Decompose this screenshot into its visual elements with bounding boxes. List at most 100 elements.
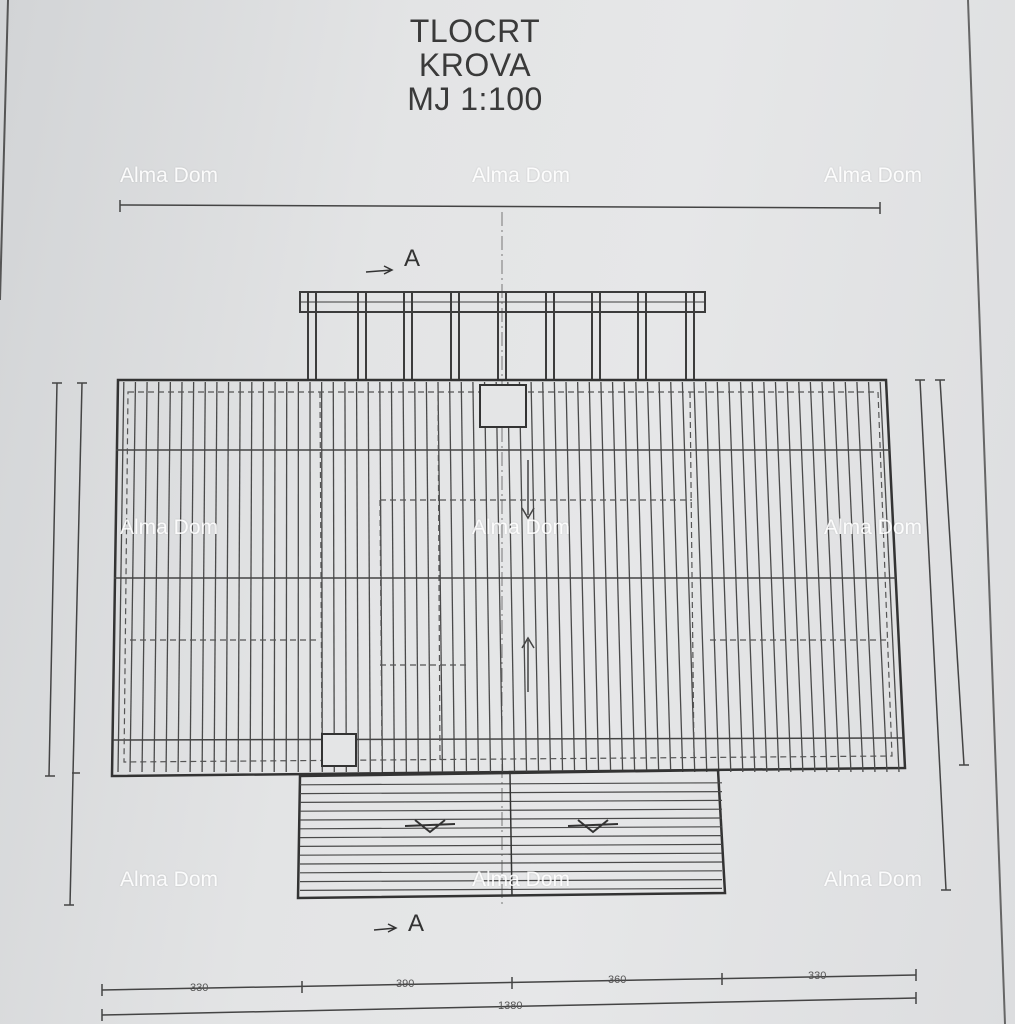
roof-rafter xyxy=(553,381,564,773)
roof-rafter xyxy=(611,381,624,773)
roof-rafter xyxy=(495,381,504,773)
lower-roof-decor xyxy=(404,819,619,834)
dimension-label-total: 1380 xyxy=(498,1000,523,1012)
roof-rafter xyxy=(332,381,335,773)
roof-rafter xyxy=(367,381,371,773)
roof-rafter xyxy=(751,381,768,773)
lower-roof-outline xyxy=(296,768,727,900)
dimension-label-segment-4: 330 xyxy=(808,970,827,982)
sheet-edge-left xyxy=(0,0,9,301)
roof-rafter xyxy=(832,381,852,773)
watermark-4: Alma Dom xyxy=(120,516,219,539)
roof-rafter xyxy=(460,381,468,773)
roof-rafter xyxy=(693,381,708,773)
dimension-label-segment-3: 360 xyxy=(608,974,627,986)
roof-rafter xyxy=(390,381,396,773)
roof-rafter xyxy=(189,381,195,773)
roof-hidden-walls xyxy=(123,391,893,763)
roof-rafter xyxy=(379,381,383,773)
right-dimension-lines xyxy=(915,379,969,891)
roof-rafter xyxy=(565,381,576,773)
roof-rafter xyxy=(542,381,552,773)
roof-rafters xyxy=(117,381,900,773)
roof-rafter xyxy=(225,381,230,773)
watermark-3: Alma Dom xyxy=(824,164,923,187)
dimension-label-segment-1: 330 xyxy=(190,982,209,994)
roof-rafter xyxy=(117,381,125,773)
chimney-top xyxy=(479,384,527,428)
roof-rafter xyxy=(681,381,696,773)
roof-rafter xyxy=(856,381,876,773)
roof-rafter xyxy=(165,381,172,773)
roof-rafter xyxy=(635,381,648,773)
roof-rafter xyxy=(798,381,816,773)
roof-rafter xyxy=(646,381,660,773)
roof-rafter xyxy=(472,381,480,773)
roof-rafter xyxy=(402,381,408,773)
roof-rafter xyxy=(285,381,288,773)
roof-rafter xyxy=(774,381,792,773)
sheet-edge-right xyxy=(967,0,1006,1024)
main-roof-outline xyxy=(110,378,907,778)
roof-rafter xyxy=(414,381,420,773)
roof-rafter xyxy=(658,381,672,773)
title-line-2: KROVA xyxy=(418,47,532,83)
roof-rafter xyxy=(704,381,720,773)
watermark-6: Alma Dom xyxy=(824,516,923,539)
roof-rafter xyxy=(600,381,612,773)
watermark-1: Alma Dom xyxy=(120,164,219,187)
roof-rafter xyxy=(201,381,206,773)
roof-rafter xyxy=(623,381,636,773)
roof-rafter xyxy=(588,381,600,773)
chimney-bottom xyxy=(321,733,357,767)
watermark-7: Alma Dom xyxy=(120,868,219,891)
pergola-posts xyxy=(307,292,695,380)
roof-rafter xyxy=(879,381,900,773)
roof-rafter xyxy=(355,381,359,773)
roof-rafter xyxy=(716,381,732,773)
drawing-title: TLOCRT KROVA MJ 1:100 xyxy=(340,14,610,116)
slope-arrows xyxy=(521,460,535,692)
lower-roof-divider xyxy=(509,773,513,897)
roof-rafter xyxy=(129,381,137,773)
roof-rafter xyxy=(728,381,744,773)
section-arrow-top-icon xyxy=(365,265,394,275)
roof-rafter xyxy=(237,381,241,773)
roof-rafter xyxy=(177,381,183,773)
section-arrow-bottom-icon xyxy=(373,923,398,933)
roof-rafter xyxy=(261,381,265,773)
section-marker-bottom: A xyxy=(408,910,425,937)
roof-rafter xyxy=(448,381,456,773)
watermark-9: Alma Dom xyxy=(824,868,923,891)
roof-rafter xyxy=(670,381,684,773)
roof-rafter xyxy=(763,381,780,773)
bottom-dimension-lines xyxy=(101,969,917,1021)
roof-rafter xyxy=(576,381,588,773)
roof-rafter xyxy=(483,381,492,773)
watermark-2: Alma Dom xyxy=(472,164,571,187)
roof-rafter xyxy=(153,381,160,773)
roof-rafter xyxy=(518,381,528,773)
top-dimension-line xyxy=(119,200,881,214)
roof-rafter xyxy=(507,381,516,773)
roof-rafter xyxy=(821,381,840,773)
roof-rafter xyxy=(344,381,347,773)
left-dimension-lines xyxy=(45,382,87,906)
roof-rafter xyxy=(425,381,432,773)
roof-rafter xyxy=(739,381,756,773)
lower-roof-batten xyxy=(299,782,723,786)
roof-rafter xyxy=(530,381,540,773)
roof-rafter xyxy=(213,381,218,773)
watermark-8: Alma Dom xyxy=(472,868,571,891)
roof-rafter xyxy=(786,381,804,773)
title-line-3: MJ 1:100 xyxy=(407,81,543,117)
title-line-1: TLOCRT xyxy=(409,13,541,49)
watermark-5: Alma Dom xyxy=(472,516,571,539)
roof-rafter xyxy=(844,381,864,773)
dimension-label-segment-2: 390 xyxy=(396,978,415,990)
roof-rafter xyxy=(867,381,888,773)
lower-roof-batten xyxy=(299,887,723,892)
roof-rafter xyxy=(809,381,828,773)
roof-purlins xyxy=(112,449,904,741)
